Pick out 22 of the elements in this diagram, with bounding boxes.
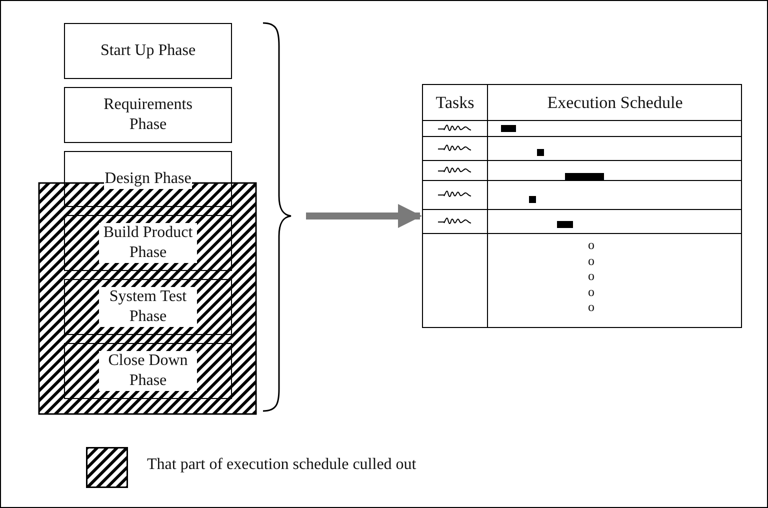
phase-label: Start Up Phase: [99, 41, 197, 61]
phase-label: Requirements Phase: [102, 95, 194, 135]
phase-box: [64, 343, 232, 399]
phase-label: Build Product Phase: [99, 223, 197, 263]
phase-box: [64, 87, 232, 143]
phase-box: [64, 23, 232, 79]
phase-label: Close Down Phase: [99, 351, 197, 391]
table-header: Tasks: [434, 92, 476, 114]
continuation-mark: o: [588, 254, 594, 268]
phase-box: [64, 279, 232, 335]
phase-box: [64, 151, 232, 207]
continuation-mark: o: [588, 238, 594, 252]
continuation-mark: o: [588, 269, 594, 283]
phase-box: [64, 215, 232, 271]
schedule-table: [422, 84, 742, 328]
phase-label: System Test Phase: [99, 287, 197, 327]
phase-label: Design Phase: [104, 169, 192, 189]
continuation-mark: o: [588, 300, 594, 314]
arrow: [306, 204, 422, 228]
continuation-mark: o: [588, 284, 594, 298]
legend-text: That part of execution schedule culled out: [147, 456, 416, 474]
table-header: Execution Schedule: [546, 92, 684, 114]
